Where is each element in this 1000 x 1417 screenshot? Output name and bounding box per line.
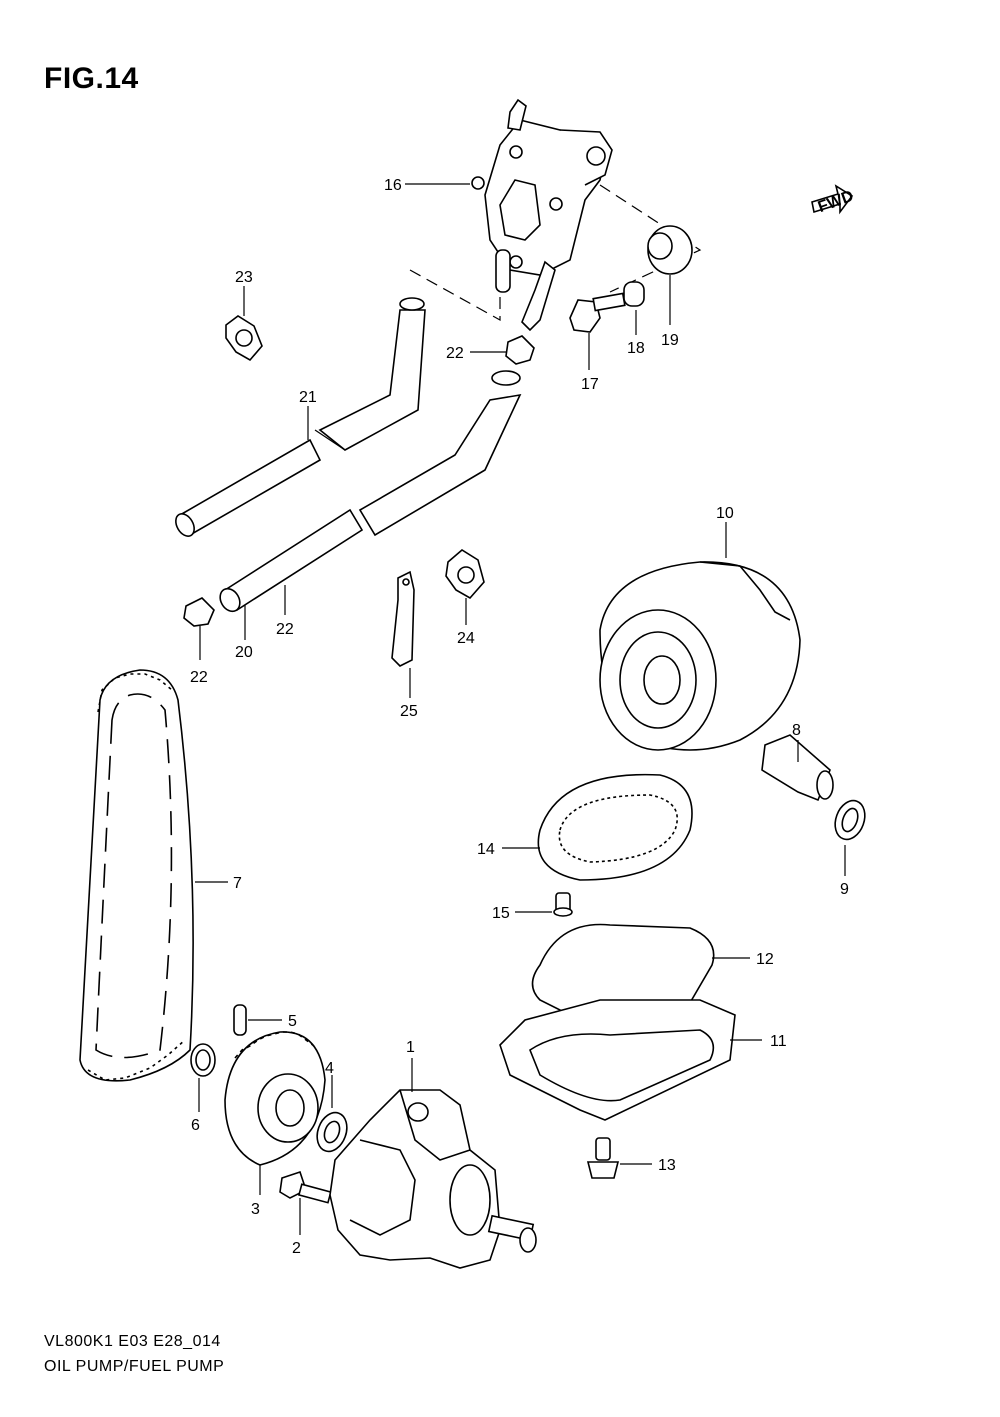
callout-13: 13 bbox=[658, 1157, 676, 1174]
callout-26: 25 bbox=[400, 703, 418, 720]
clip-26 bbox=[391, 570, 415, 667]
oil-filter-10 bbox=[599, 561, 801, 751]
collar-18 bbox=[623, 281, 645, 307]
figure-title: FIG.14 bbox=[44, 62, 139, 95]
fwd-label: FWD bbox=[816, 188, 856, 216]
clamp-22-upper bbox=[505, 335, 535, 365]
callout-12: 12 bbox=[756, 951, 774, 968]
callout-4: 4 bbox=[325, 1060, 334, 1077]
bolt-17 bbox=[569, 292, 626, 333]
circlip-6 bbox=[190, 1043, 216, 1077]
fuel-pump bbox=[471, 98, 613, 332]
callout-5: 5 bbox=[288, 1013, 297, 1030]
callout-22-upper: 22 bbox=[446, 345, 464, 362]
callout-17: 17 bbox=[581, 376, 599, 393]
fwd-arrow-icon: FWD bbox=[811, 184, 856, 216]
callout-8: 8 bbox=[792, 722, 801, 739]
oil-pump-1 bbox=[329, 1089, 537, 1269]
callout-9: 9 bbox=[840, 881, 849, 898]
callout-22-lower: 22 bbox=[190, 669, 208, 686]
callout-21: 21 bbox=[299, 389, 317, 406]
callout-6: 6 bbox=[191, 1117, 200, 1134]
gasket-9 bbox=[834, 799, 866, 841]
union-8 bbox=[761, 734, 834, 802]
callout-16: 16 bbox=[384, 177, 402, 194]
callout-23: 23 bbox=[235, 269, 253, 286]
callout-3: 3 bbox=[251, 1201, 260, 1218]
callout-2: 2 bbox=[292, 1240, 301, 1257]
oil-pan-11 bbox=[499, 999, 736, 1121]
callout-15: 15 bbox=[492, 905, 510, 922]
strainer-14 bbox=[537, 773, 693, 881]
screw-15 bbox=[553, 892, 573, 917]
clamp-22-lower bbox=[183, 597, 215, 627]
callout-20: 20 bbox=[235, 644, 253, 661]
sprocket-3 bbox=[224, 1031, 326, 1166]
callout-10: 10 bbox=[716, 505, 734, 522]
callout-18: 18 bbox=[627, 340, 645, 357]
callout-14: 14 bbox=[477, 841, 495, 858]
pin-5 bbox=[233, 1004, 247, 1036]
callout-24: 22 bbox=[276, 621, 294, 638]
callout-11: 11 bbox=[770, 1033, 787, 1050]
hose-21 bbox=[175, 297, 426, 537]
callout-19: 19 bbox=[661, 332, 679, 349]
grommet-19 bbox=[647, 225, 693, 275]
clamp-25 bbox=[445, 549, 485, 600]
washer-4 bbox=[316, 1111, 348, 1153]
bolt-13 bbox=[586, 1137, 620, 1179]
callout-7: 7 bbox=[233, 875, 242, 892]
clamp-23 bbox=[225, 315, 263, 362]
callout-1: 1 bbox=[406, 1039, 415, 1056]
callout-25: 24 bbox=[457, 630, 475, 647]
bolt-2 bbox=[279, 1170, 332, 1204]
diagram-code: VL800K1 E03 E28_014 bbox=[44, 1333, 221, 1350]
hose-24 bbox=[219, 370, 522, 613]
diagram-title: OIL PUMP/FUEL PUMP bbox=[44, 1358, 225, 1375]
chain-7 bbox=[79, 669, 194, 1082]
